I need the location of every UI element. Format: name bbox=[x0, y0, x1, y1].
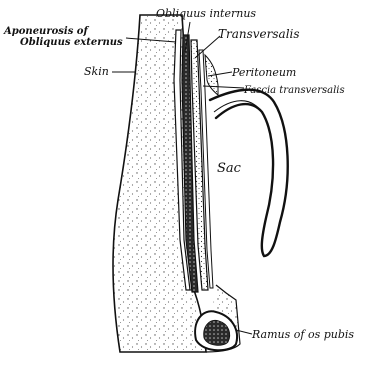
label-transversalis: Transversalis bbox=[218, 27, 300, 41]
label-obliquus-internus: Obliquus internus bbox=[156, 7, 256, 20]
label-ramus: Ramus of os pubis bbox=[251, 328, 354, 341]
label-fascia-transversalis: Fascia transversalis bbox=[243, 85, 345, 96]
label-aponeurosis-line1: Aponeurosis of bbox=[3, 26, 89, 37]
leader-transversalis bbox=[195, 36, 220, 58]
leader-fascia bbox=[203, 86, 244, 88]
label-skin: Skin bbox=[84, 65, 109, 78]
label-sac: Sac bbox=[217, 161, 242, 176]
label-peritoneum: Peritoneum bbox=[231, 66, 296, 79]
label-aponeurosis-line2: Obliquus externus bbox=[20, 37, 123, 48]
